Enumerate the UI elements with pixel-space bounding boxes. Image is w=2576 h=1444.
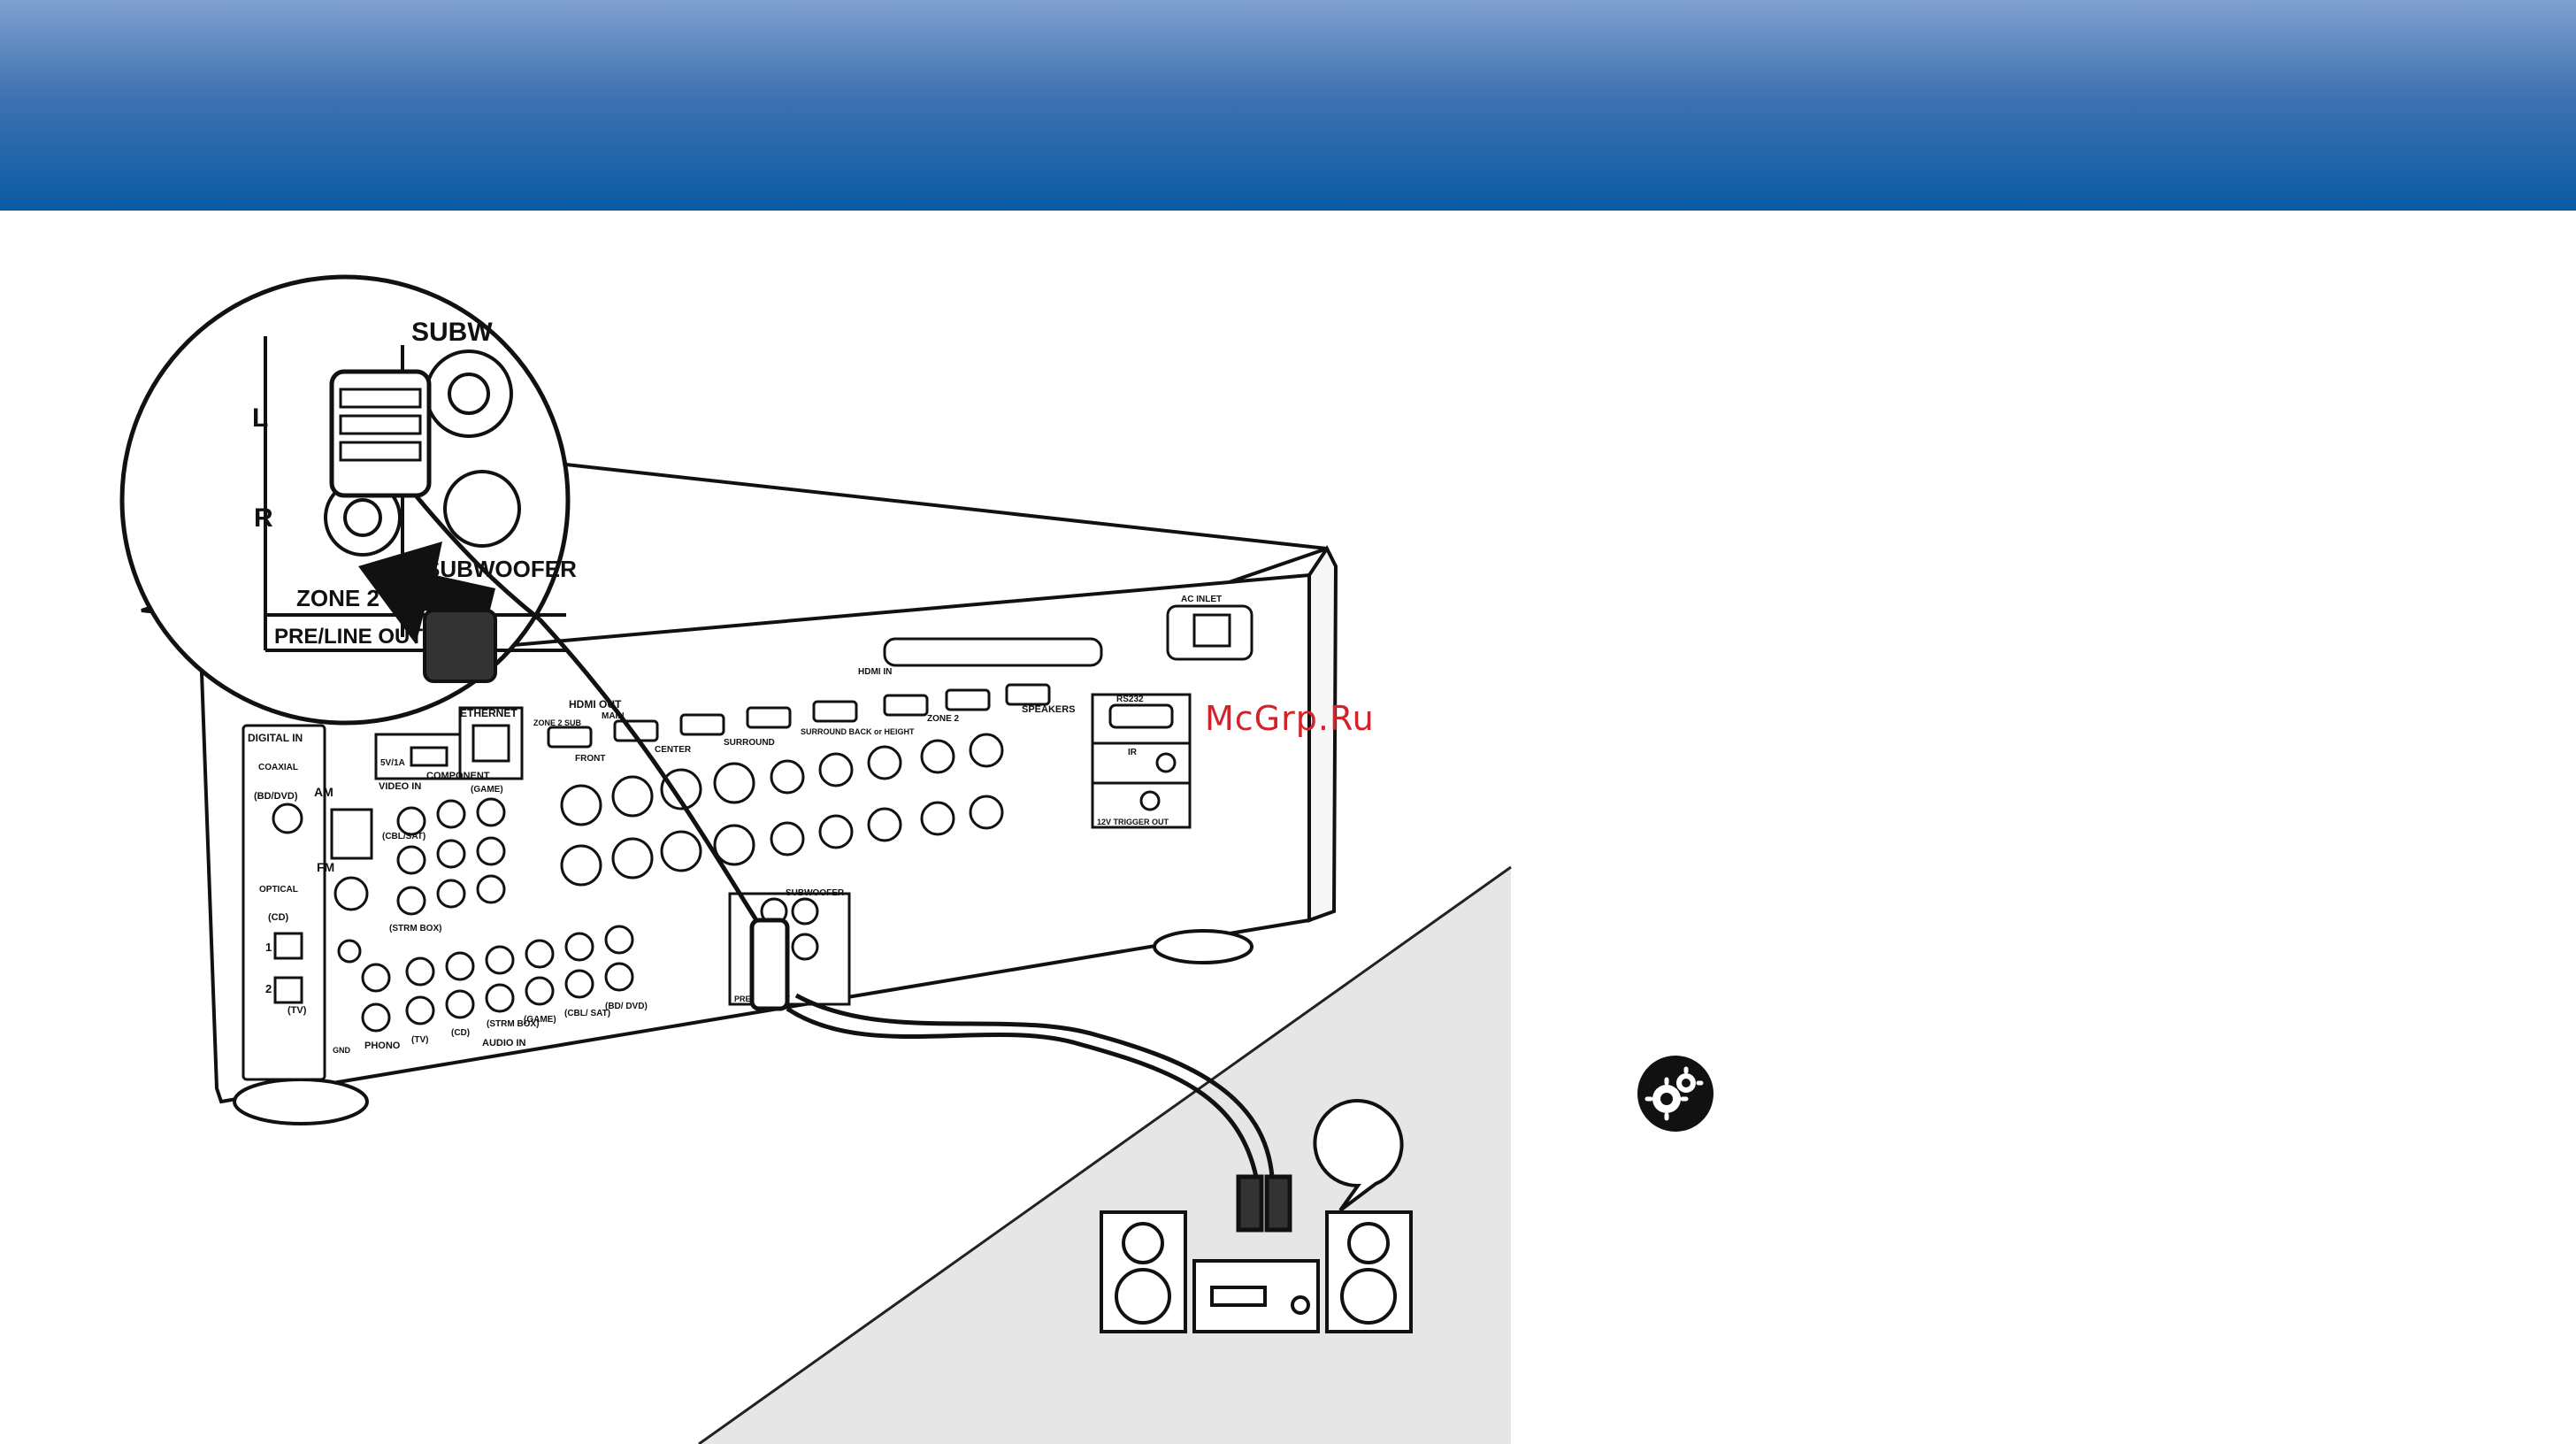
digital-in-block	[242, 724, 326, 1081]
antenna-block	[330, 808, 373, 964]
hdmi-ports	[547, 637, 1103, 749]
zoom-l-label: L	[252, 403, 268, 433]
zoom-subw-label: SUBW	[411, 318, 493, 347]
hdmi-in-label: HDMI IN	[858, 667, 892, 677]
ir-label: IR	[1128, 748, 1138, 757]
ac-inlet-label: AC INLET	[1181, 595, 1222, 604]
cbl-sat-label: (CBL/SAT)	[382, 832, 426, 841]
speech-bubble	[1313, 1099, 1404, 1212]
audio-phono-label: PHONO	[364, 1041, 401, 1051]
optical-2-label: 2	[265, 982, 272, 995]
ethernet-label: ETHERNET	[460, 707, 518, 719]
fm-label: FM	[317, 860, 334, 874]
audio-bd-label: (BD/ DVD)	[605, 1002, 648, 1011]
game-label: (GAME)	[471, 785, 503, 795]
digital-in-label: DIGITAL IN	[248, 732, 303, 744]
am-label: AM	[314, 785, 334, 799]
zoom-r-label: R	[254, 503, 273, 533]
trigger-out-label: 12V TRIGGER OUT	[1097, 818, 1169, 826]
audio-cd-label: (CD)	[451, 1028, 470, 1038]
rs232-label: RS232	[1116, 695, 1144, 704]
optical-tv-label: (TV)	[288, 1005, 307, 1016]
subwoofer-label: SUBWOOFER	[786, 888, 845, 898]
gnd-label: GND	[333, 1046, 351, 1055]
audio-game-label: (GAME)	[524, 1015, 556, 1025]
zoom-callout	[119, 274, 571, 726]
zoom-subwoofer-label: SUBWOOFER	[425, 556, 577, 582]
component-label: COMPONENT	[426, 771, 490, 781]
usb-ethernet-block	[374, 706, 524, 780]
optical-cd-label: (CD)	[268, 912, 289, 923]
audio-tv-label: (TV)	[411, 1035, 428, 1045]
front-label: FRONT	[575, 754, 605, 764]
audio-strm-label: (STRM BOX)	[487, 1019, 539, 1029]
optical-1-label: 1	[265, 941, 272, 954]
speaker-terminals	[560, 733, 1004, 887]
usb-label: 5V/1A	[380, 758, 405, 768]
hdmi-main-label: MAIN	[602, 711, 625, 721]
audio-cbl-label: (CBL/ SAT)	[564, 1009, 610, 1018]
watermark: McGrp.Ru	[1205, 699, 1375, 738]
audio-in-jacks	[361, 925, 634, 1033]
zone2-speaker-label: ZONE 2	[927, 714, 960, 724]
speakers-label: SPEAKERS	[1022, 704, 1076, 715]
gear-icon	[1637, 1056, 1714, 1132]
surround-label: SURROUND	[724, 738, 775, 748]
video-in-label: VIDEO IN	[379, 781, 421, 792]
audio-in-label: AUDIO IN	[482, 1038, 526, 1048]
zoom-pre-line-out-label: PRE/LINE OUT	[274, 625, 423, 649]
header-band	[0, 0, 2576, 211]
bd-dvd-label: (BD/DVD)	[254, 791, 298, 802]
coaxial-label: COAXIAL	[258, 763, 298, 772]
center-label: CENTER	[655, 745, 692, 755]
zone2-sub-label: ZONE 2 SUB	[533, 718, 582, 727]
strm-box-label: (STRM BOX)	[389, 924, 441, 933]
mini-audio-system	[1100, 1210, 1413, 1333]
optical-label: OPTICAL	[259, 885, 298, 895]
zoom-zone2-label: ZONE 2	[296, 585, 380, 611]
rca-cable	[538, 618, 1292, 1233]
surround-back-label: SURROUND BACK or HEIGHT	[801, 727, 915, 736]
video-component-jacks	[396, 797, 506, 916]
control-block	[1091, 604, 1254, 829]
